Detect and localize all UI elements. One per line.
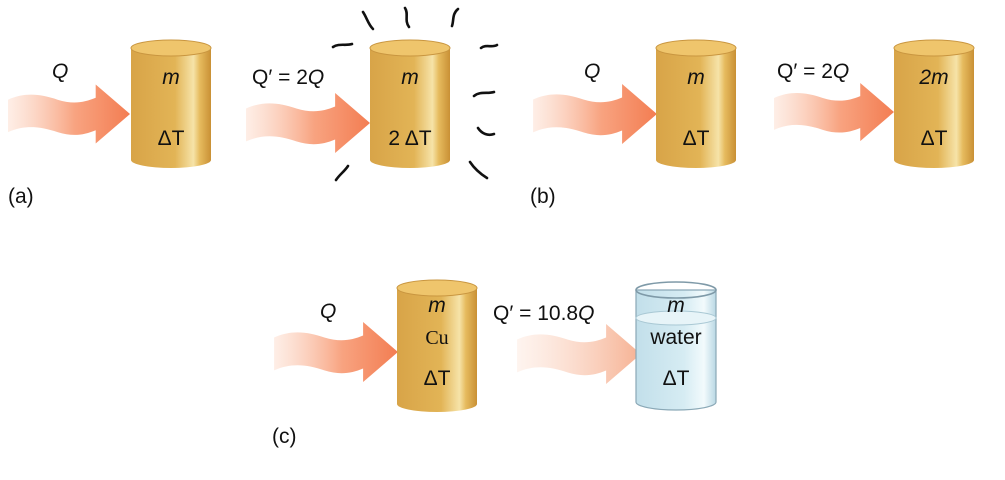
cylinder bbox=[655, 39, 737, 168]
cylinder bbox=[130, 39, 212, 168]
heat-arrow bbox=[274, 322, 398, 382]
heat-label: Q bbox=[584, 60, 600, 83]
heat-arrow-double bbox=[246, 92, 370, 154]
panel-c: Q m Cu ΔT Q′ = 10.8Q m water ΔT (c) bbox=[272, 279, 717, 448]
material-label: water bbox=[649, 326, 701, 349]
heat-label-double: Q′ = 2Q bbox=[252, 66, 324, 89]
mass-label: m bbox=[667, 294, 685, 317]
heat-squiggles bbox=[331, 6, 499, 182]
mass-label: m bbox=[428, 294, 446, 317]
mass-label: m bbox=[401, 66, 419, 89]
material-label: Cu bbox=[425, 327, 448, 349]
heat-label-large: Q′ = 10.8Q bbox=[493, 302, 594, 325]
mass-label: m bbox=[687, 66, 705, 89]
panel-a: Q m ΔT Q′ = 2Q m 2 ΔT bbox=[8, 6, 499, 208]
delta-t-label-double: 2 ΔT bbox=[388, 127, 431, 150]
cylinder-hot bbox=[369, 39, 451, 168]
mass-label-double: 2m bbox=[918, 66, 948, 89]
heat-label: Q bbox=[320, 300, 336, 323]
panel-tag: (c) bbox=[272, 425, 297, 448]
delta-t-label: ΔT bbox=[424, 367, 451, 390]
heat-arrow-double bbox=[774, 82, 894, 142]
panel-b: Q m ΔT Q′ = 2Q 2m ΔT (b) bbox=[530, 39, 975, 208]
heat-arrow bbox=[8, 84, 130, 144]
delta-t-label: ΔT bbox=[683, 127, 710, 150]
heat-arrow bbox=[533, 84, 657, 144]
heat-label: Q bbox=[52, 60, 68, 83]
cylinder-double-mass bbox=[893, 39, 975, 168]
copper-cylinder bbox=[396, 279, 478, 412]
panel-tag: (b) bbox=[530, 185, 556, 208]
heat-arrow-large bbox=[517, 324, 641, 384]
mass-label: m bbox=[162, 66, 180, 89]
delta-t-label: ΔT bbox=[158, 127, 185, 150]
water-glass bbox=[635, 281, 717, 411]
panel-tag: (a) bbox=[8, 185, 34, 208]
delta-t-label: ΔT bbox=[921, 127, 948, 150]
heat-label-double: Q′ = 2Q bbox=[777, 60, 849, 83]
delta-t-label: ΔT bbox=[663, 367, 690, 390]
